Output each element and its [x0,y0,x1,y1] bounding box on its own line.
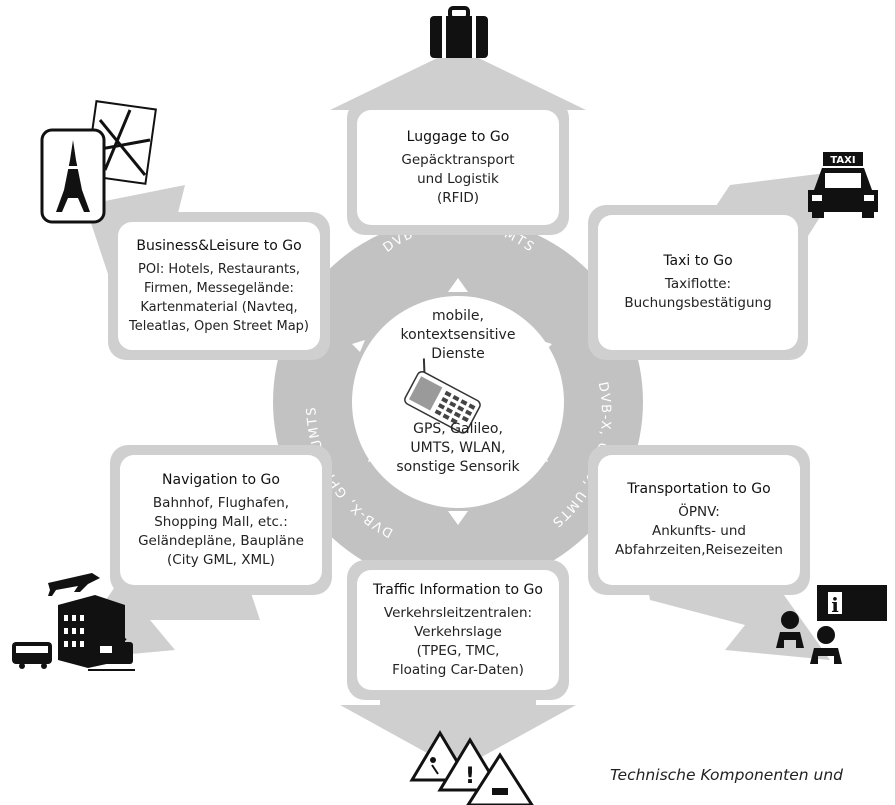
box-line: Bahnhof, Flughafen, [152,494,290,511]
taxi-icon: TAXI [808,152,878,218]
box-line: Verkehrsleitzentralen: [383,604,533,621]
box-taxi: Taxi to Go Taxiflotte: Buchungsbestätigu… [598,215,798,350]
box-title: Transportation to Go [627,481,771,497]
svg-text:!: ! [465,764,475,789]
ring-triangles [352,278,552,525]
box-transportation: Transportation to Go ÖPNV: Ankunfts- und… [598,455,800,585]
box-line: Floating Car-Daten) [392,661,524,678]
box-line: (City GML, XML) [167,551,275,568]
box-line: Shopping Mall, etc.: [154,513,288,530]
box-line: (TPEG, TMC, [416,642,500,659]
center-top-line: Dienste [431,346,485,362]
box-luggage: Luggage to Go Gepäcktransport und Logist… [357,110,559,225]
info-sign-text: i [831,593,839,617]
box-line: Abfahrzeiten,Reisezeiten [615,542,783,558]
center-top-text: mobile, kontextsensitive Dienste [358,307,558,364]
center-bottom-line: GPS, Galileo, [413,421,503,437]
phone-icon [404,358,481,434]
center-top-line: kontextsensitive [400,327,516,343]
suitcase-icon [430,6,488,58]
box-title: Taxi to Go [663,253,733,269]
box-line: Kartenmaterial (Navteq, [140,299,298,315]
box-title: Navigation to Go [162,471,280,488]
box-title: Business&Leisure to Go [136,237,302,254]
arrow-bottom [340,680,576,770]
box-business: Business&Leisure to Go POI: Hotels, Rest… [118,222,320,350]
center-bottom-text: GPS, Galileo, UMTS, WLAN, sonstige Senso… [358,420,558,477]
box-line: Taxiflotte: [664,276,732,292]
box-title: Traffic Information to Go [373,581,543,598]
eiffel-map-icon [40,100,157,224]
box-line: ÖPNV: [678,504,720,520]
box-line: (RFID) [436,189,480,206]
box-line: und Logistik [417,170,499,187]
box-title: Luggage to Go [406,128,510,145]
center-bottom-line: sonstige Sensorik [396,459,520,475]
center-bottom-line: UMTS, WLAN, [410,440,506,456]
box-traffic: Traffic Information to Go Verkehrsleitze… [357,570,559,690]
box-line: Geländepläne, Baupläne [138,532,304,549]
warning-signs-icon: ! [409,730,534,805]
box-line: Verkehrslage [414,623,502,640]
buildings-transport-icon [12,573,135,671]
box-navigation: Navigation to Go Bahnhof, Flughafen, Sho… [120,455,322,585]
taxi-sign-text: TAXI [830,155,855,166]
box-line: Teleatlas, Open Street Map) [128,318,309,334]
box-line: Firmen, Messegelände: [144,280,294,296]
box-line: Buchungsbestätigung [624,295,772,311]
center-top-line: mobile, [432,308,484,324]
box-line: Ankunfts- und [652,523,746,539]
caption: Technische Komponenten und [610,766,843,784]
box-line: Gepäcktransport [401,151,515,168]
box-line: POI: Hotels, Restaurants, [138,261,300,277]
info-people-icon: i [776,585,887,664]
